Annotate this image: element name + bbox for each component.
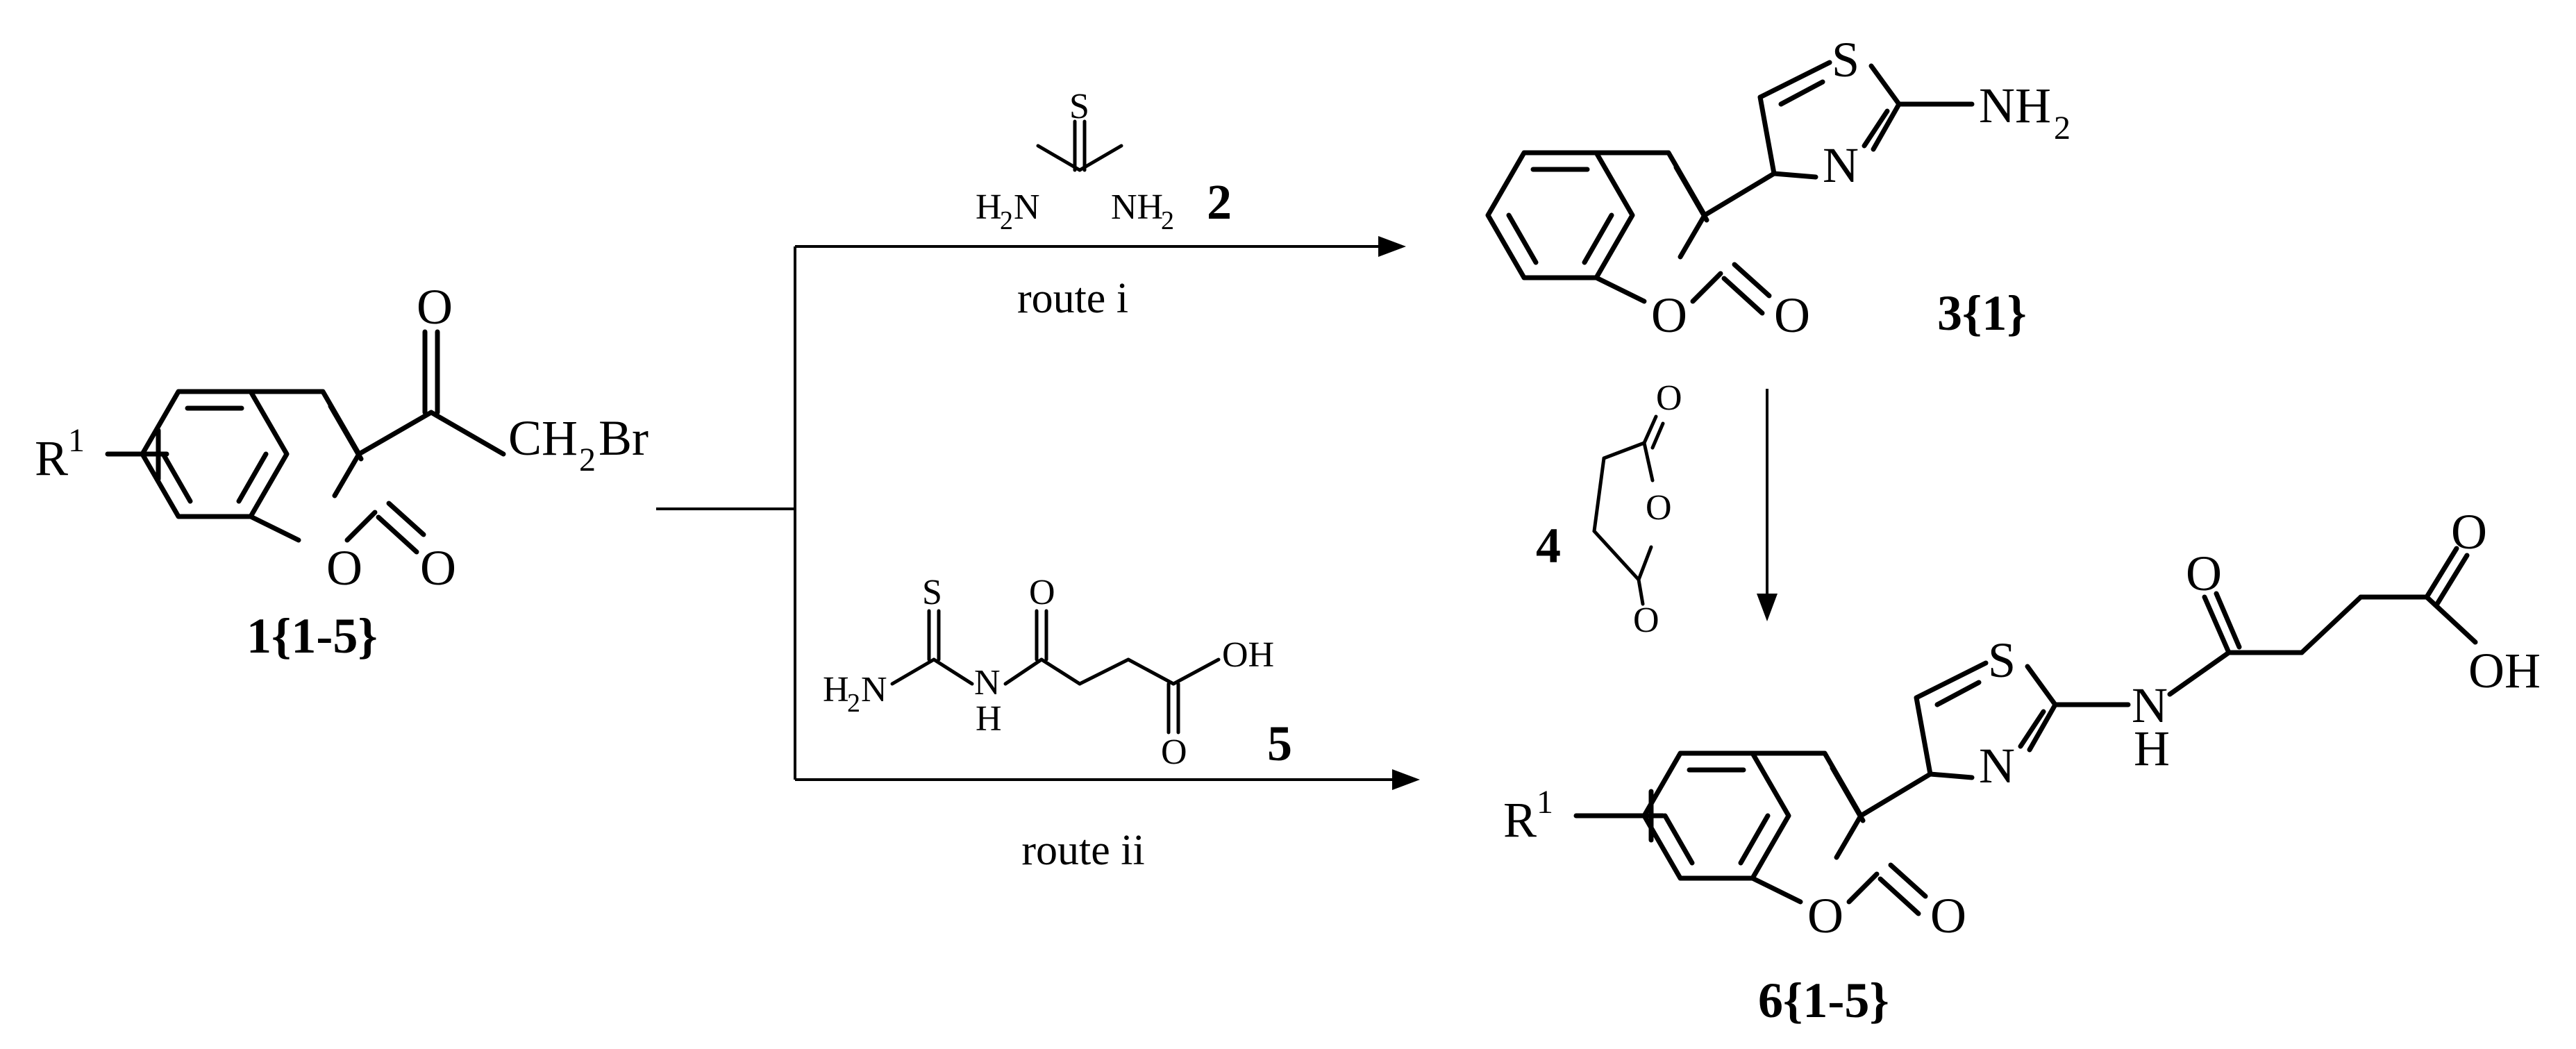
reagent-5-nh-n: N [974,663,1001,703]
amine-nh: NH [1979,78,2051,133]
anhydride-ring-oxygen: O [1646,488,1672,528]
amide-nitrogen: N [2132,678,2168,733]
compound-1-structure: O O O R 1 CH 2 Br 1{1-5} [35,279,649,664]
reagent-5-bottom-oxygen: O [1161,732,1187,772]
ring-oxygen: O [326,540,362,596]
reagent-5-sulfur: S [922,573,942,612]
acid-hydroxyl: OH [2468,643,2541,698]
carbonyl-oxygen: O [417,279,453,335]
reagent-5-structure: S H 2 N N H O OH O 5 [823,573,1292,772]
thiazole-sulfur: S [1832,32,1859,87]
thiourea-left-h: H [976,187,1002,227]
acid-carbonyl-oxygen: O [2451,504,2487,560]
anhydride-bottom-oxygen: O [1633,601,1659,640]
reagent-5-top-oxygen: O [1029,573,1055,612]
thiazole-nitrogen: N [1979,738,2015,794]
reagent-5-label: 5 [1267,716,1292,771]
thiazole-nitrogen: N [1823,137,1859,193]
reagent-4-label: 4 [1536,518,1561,573]
thiazole-sulfur: S [1988,632,2016,688]
reaction-arrows [656,236,1778,790]
bromomethyl-subscript: 2 [579,442,596,478]
bromomethyl-ch: CH [508,410,578,466]
substituent-superscript: 1 [68,422,85,459]
reagent-2-label: 2 [1207,174,1232,230]
bromomethyl-br: Br [599,410,649,466]
lactone-oxygen: O [420,540,456,596]
reagent-5-nh-h: H [976,699,1002,739]
reagent-5-hydroxyl: OH [1222,635,1274,675]
reagent-5-left-n: N [861,670,887,710]
anhydride-top-oxygen: O [1656,378,1682,418]
thiourea-left-subscript: 2 [1000,206,1013,235]
ring-oxygen: O [1651,287,1687,343]
compound-6-label: 6{1-5} [1758,973,1889,1028]
reagent-5-left-subscript: 2 [847,689,860,718]
compound-6-structure: S N N H O O OH O O R 1 6{1-5} [1503,504,2541,1028]
route-i-label: route i [1017,275,1128,322]
substituent-label: R [35,430,68,486]
reagent-4-structure: O O O 4 [1536,378,1682,640]
thiourea-right-nh: NH [1111,187,1163,227]
lactone-oxygen: O [1930,888,1966,943]
amide-hydrogen: H [2134,721,2170,776]
amide-oxygen: O [2186,546,2222,601]
thiourea-right-subscript: 2 [1161,206,1174,235]
compound-3-structure: S N NH 2 O O 3{1} [1485,32,2071,343]
reagent-2-structure: S H 2 N NH 2 2 [976,87,1232,235]
thiourea-left-n: N [1014,187,1040,227]
substituent-superscript: 1 [1537,784,1553,821]
amine-subscript: 2 [2054,110,2071,146]
lactone-oxygen: O [1774,287,1810,343]
thiourea-sulfur: S [1069,87,1089,126]
substituent-label: R [1503,792,1537,848]
compound-3-label: 3{1} [1937,285,2027,341]
reagent-5-left-h: H [823,670,849,710]
route-ii-label: route ii [1021,827,1144,874]
compound-1-label: 1{1-5} [246,608,378,664]
ring-oxygen: O [1807,888,1843,943]
